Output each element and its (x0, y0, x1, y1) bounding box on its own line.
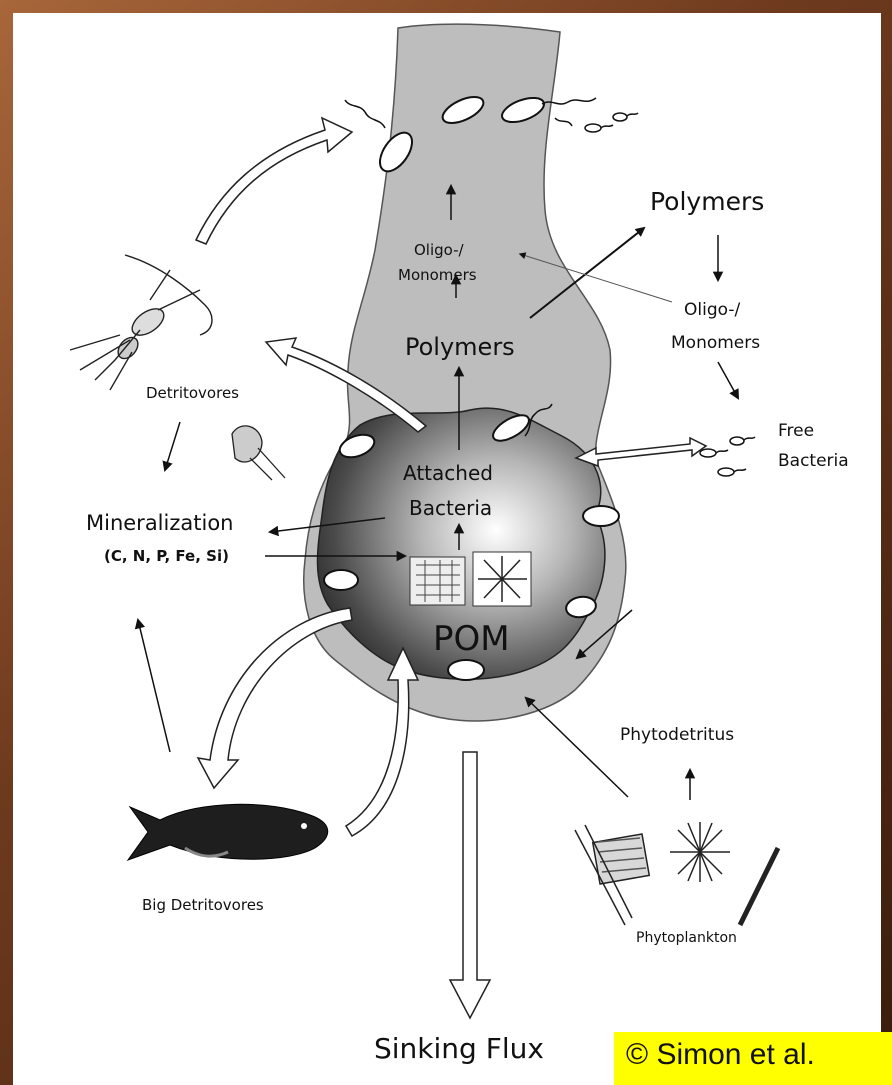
fish-icon (128, 804, 328, 860)
copepod-icon (70, 255, 212, 390)
pom-label: POM (433, 619, 510, 659)
mineralization-label: Mineralization (86, 511, 233, 535)
free-bacteria-icon (585, 113, 755, 476)
credit-label: © Simon et al. (614, 1032, 892, 1085)
sinking-flux-label: Sinking Flux (374, 1032, 544, 1065)
detritovores-label: Detritovores (146, 384, 239, 402)
attached-bacteria-line2: Bacteria (409, 496, 492, 520)
pteropod-icon (232, 426, 285, 480)
phytoplankton-label: Phytoplankton (636, 930, 737, 946)
oligo-monomers-top-line1: Oligo-/ (414, 241, 465, 259)
polymers-right-label: Polymers (650, 187, 764, 216)
free-bacteria-line1: Free (778, 421, 814, 441)
oligo-monomers-right-line2: Monomers (671, 333, 760, 353)
oligo-monomers-right-line1: Oligo-/ (684, 300, 740, 320)
polymers-center-label: Polymers (405, 333, 515, 361)
big-detritovores-label: Big Detritovores (142, 896, 264, 914)
phytoplankton-icon (575, 822, 778, 925)
oligo-monomers-top-line2: Monomers (398, 266, 477, 284)
attached-bacteria-line1: Attached (403, 461, 493, 485)
mineralization-elements-label: (C, N, P, Fe, Si) (104, 547, 229, 565)
phytodetritus-label: Phytodetritus (620, 725, 734, 745)
free-bacteria-line2: Bacteria (778, 451, 849, 471)
